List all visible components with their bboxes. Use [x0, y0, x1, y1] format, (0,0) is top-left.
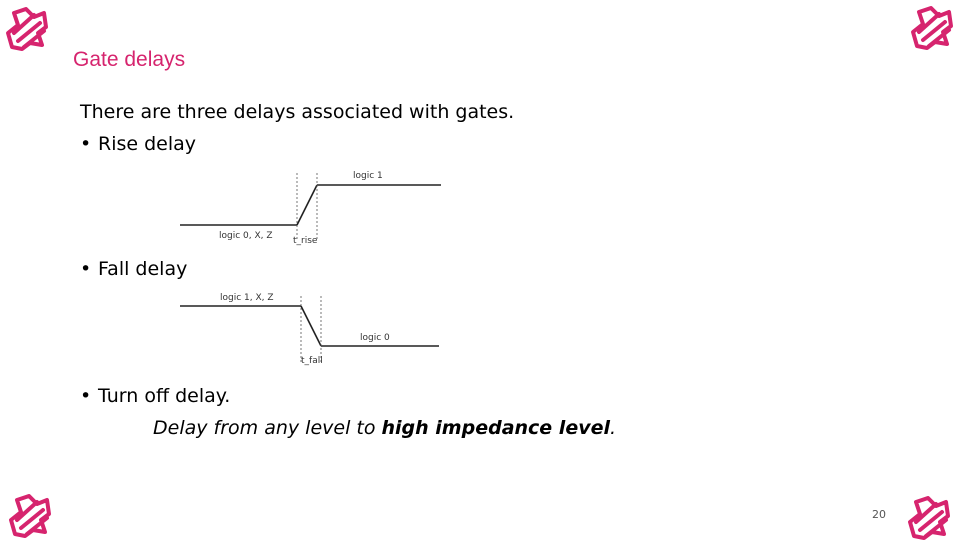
- bullet-text: Fall delay: [98, 258, 188, 280]
- detail-suffix: .: [610, 417, 617, 439]
- bullet-fall-delay: • Fall delay: [80, 258, 187, 280]
- bullet-rise-delay: • Rise delay: [80, 133, 196, 155]
- bullet-marker: •: [80, 133, 92, 155]
- turn-off-detail: Delay from any level to high impedance l…: [153, 417, 616, 439]
- detail-emphasis: high impedance level: [381, 417, 610, 439]
- slide-title: Gate delays: [73, 48, 186, 71]
- high-level-label: logic 1: [353, 171, 383, 181]
- intro-text: There are three delays associated with g…: [80, 101, 515, 123]
- detail-prefix: Delay from any level to: [153, 417, 382, 439]
- bullet-text: Turn off delay.: [98, 385, 231, 407]
- corner-logo-icon: [906, 492, 952, 542]
- time-label: t_fall: [301, 356, 323, 366]
- waveform-falling-edge: [300, 305, 322, 347]
- low-level-label: logic 0: [360, 333, 390, 343]
- low-level-label: logic 0, X, Z: [219, 231, 273, 241]
- rise-delay-waveform: logic 1 logic 0, X, Z t_rise: [175, 165, 450, 250]
- corner-logo-icon: [4, 3, 50, 53]
- time-label: t_rise: [293, 236, 318, 246]
- bullet-turn-off-delay: • Turn off delay.: [80, 385, 230, 407]
- waveform-rising-edge: [296, 184, 318, 226]
- high-level-label: logic 1, X, Z: [220, 293, 274, 303]
- fall-delay-waveform: logic 1, X, Z logic 0 t_fall: [175, 288, 445, 368]
- corner-logo-icon: [7, 490, 53, 540]
- bullet-text: Rise delay: [98, 133, 197, 155]
- bullet-marker: •: [80, 258, 92, 280]
- page-number: 20: [872, 508, 886, 521]
- corner-logo-icon: [909, 2, 955, 52]
- bullet-marker: •: [80, 385, 92, 407]
